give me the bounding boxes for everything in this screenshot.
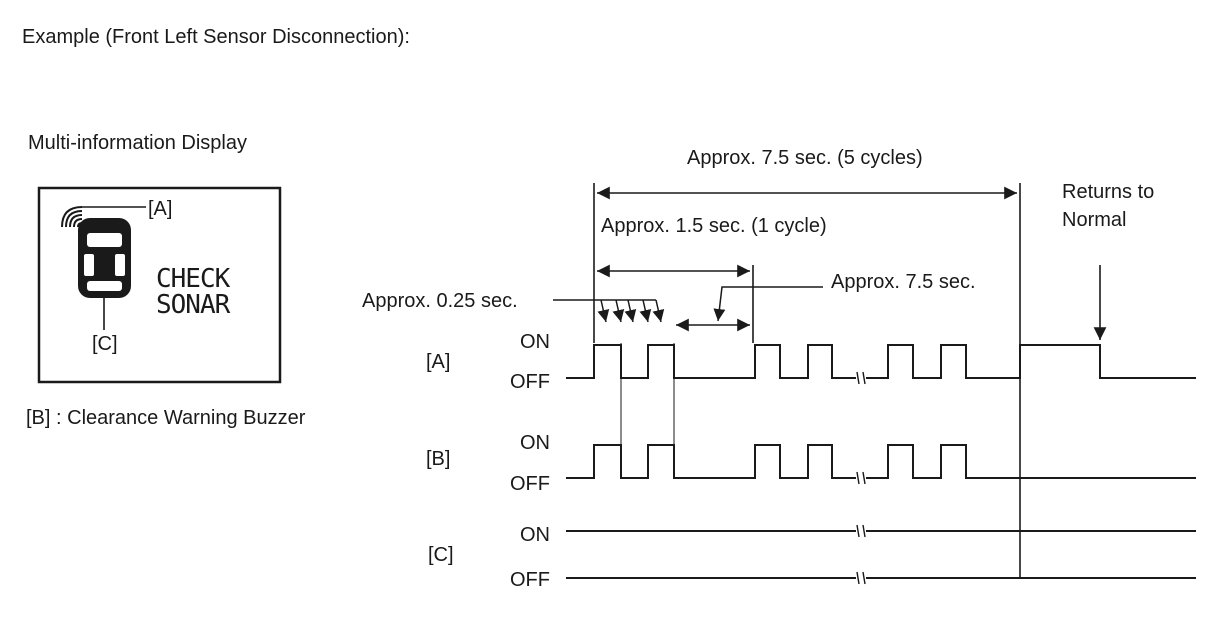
check-sonar-line2: SONAR	[156, 290, 230, 320]
channel-c-label: [C]	[428, 544, 454, 566]
returns-label-line1: Returns to	[1062, 181, 1155, 203]
gap-duration-label: Approx. 7.5 sec.	[831, 271, 976, 293]
vehicle-top-view-icon	[78, 218, 131, 298]
waveform-a	[566, 344, 1196, 379]
buzzer-legend: [B] : Clearance Warning Buzzer	[26, 407, 306, 429]
display-frame	[37, 186, 282, 384]
channel-c-on: ON	[520, 524, 550, 546]
returns-label-line2: Normal	[1062, 209, 1127, 231]
channel-b-on: ON	[520, 432, 550, 454]
sensor-wave-icon	[61, 206, 83, 228]
channel-c-off: OFF	[510, 569, 550, 591]
gap-label-leader	[713, 286, 823, 322]
waveform-b	[566, 444, 1196, 479]
pulse-duration-label: Approx. 0.25 sec.	[362, 290, 518, 312]
total-duration-label: Approx. 7.5 sec. (5 cycles)	[687, 147, 923, 169]
channel-a-off: OFF	[510, 371, 550, 393]
channel-a-label: [A]	[426, 351, 451, 373]
display-label-a: [A]	[148, 198, 173, 220]
channel-b-label: [B]	[426, 448, 451, 470]
channel-b-off: OFF	[510, 473, 550, 495]
page-heading: Example (Front Left Sensor Disconnection…	[22, 26, 410, 48]
axis-break-icon	[856, 371, 866, 585]
check-sonar-line1: CHECK	[156, 264, 230, 294]
channel-a-on: ON	[520, 331, 550, 353]
cycle-duration-label: Approx. 1.5 sec. (1 cycle)	[601, 215, 827, 237]
display-caption: Multi-information Display	[28, 132, 247, 154]
pulse-width-arrows	[553, 299, 665, 323]
display-label-c: [C]	[92, 333, 118, 355]
